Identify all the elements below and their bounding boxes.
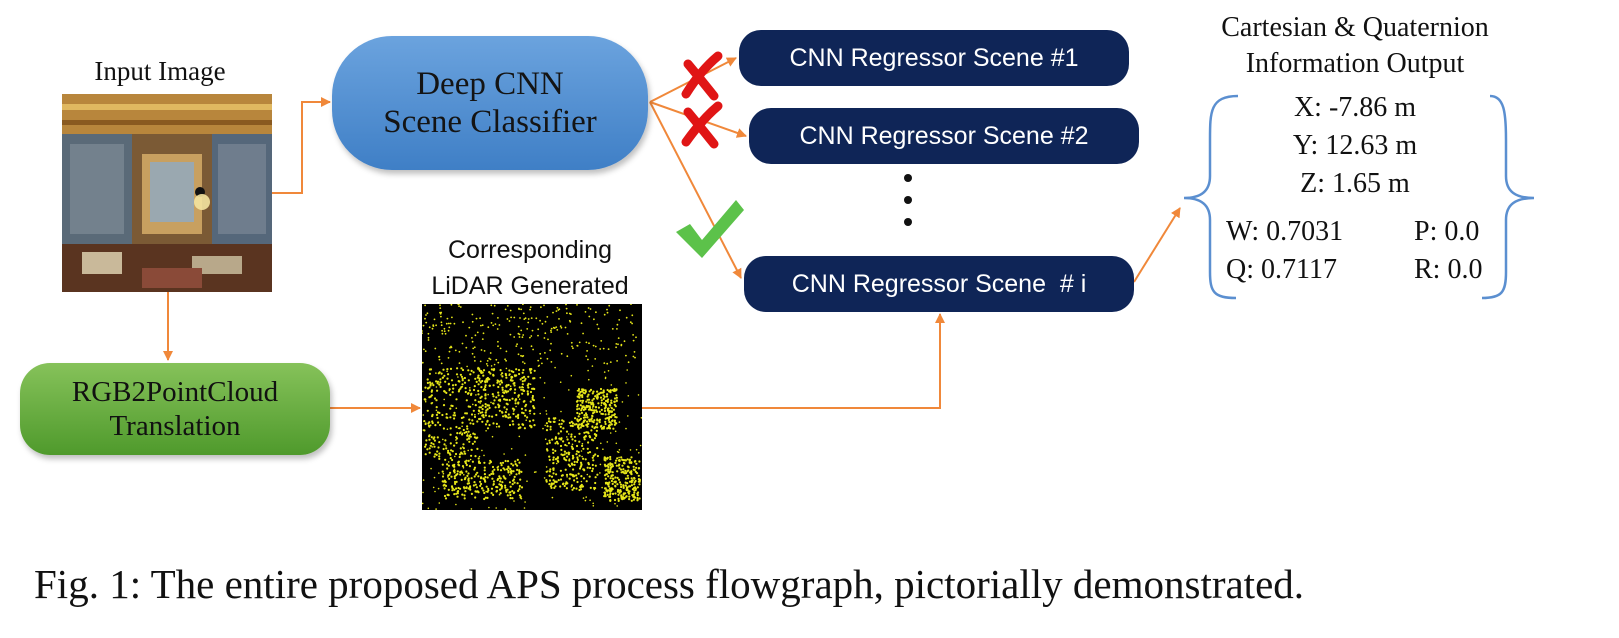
arrow-regressor-to-output bbox=[1133, 207, 1181, 283]
output-p: P: 0.0 bbox=[1414, 216, 1480, 247]
output-y: Y: 12.63 m bbox=[1292, 130, 1418, 161]
ellipsis-dot bbox=[904, 196, 912, 204]
lidar-label-line1: Corresponding bbox=[448, 236, 612, 264]
output-x: X: -7.86 m bbox=[1293, 92, 1417, 123]
scene-classifier-node: Deep CNN Scene Classifier bbox=[332, 36, 648, 170]
regressor-scene-i-node: CNN Regressor Scene # i bbox=[744, 256, 1134, 312]
translation-line2: Translation bbox=[109, 410, 241, 442]
check-mark-icon bbox=[676, 200, 744, 258]
rgb2pointcloud-node: RGB2PointCloud Translation bbox=[20, 363, 330, 455]
input-image-label: Input Image bbox=[94, 56, 226, 86]
ellipsis-dot bbox=[904, 218, 912, 226]
lidar-label-line2: LiDAR Generated bbox=[431, 272, 629, 300]
arrow-lidar-to-regressor-i bbox=[642, 313, 945, 409]
output-title: Cartesian & Quaternion Information Outpu… bbox=[1180, 10, 1530, 82]
output-title-line1: Cartesian & Quaternion bbox=[1221, 12, 1489, 43]
lidar-label: Corresponding LiDAR Generated bbox=[400, 232, 660, 304]
lidar-point-cloud-image bbox=[422, 304, 642, 510]
regressor-scene-1-node: CNN Regressor Scene #1 bbox=[739, 30, 1129, 86]
figure-caption: Fig. 1: The entire proposed APS process … bbox=[34, 561, 1305, 607]
output-r: R: 0.0 bbox=[1414, 254, 1483, 285]
left-brace bbox=[1183, 94, 1239, 300]
regressor-scene-2-node: CNN Regressor Scene #2 bbox=[749, 108, 1139, 164]
output-w: W: 0.7031 bbox=[1226, 216, 1344, 247]
cross-mark-icon bbox=[681, 51, 723, 101]
cross-mark-icon bbox=[681, 101, 723, 149]
classifier-line2: Scene Classifier bbox=[383, 104, 597, 140]
output-q: Q: 0.7117 bbox=[1226, 254, 1337, 285]
translation-line1: RGB2PointCloud bbox=[71, 376, 279, 408]
ellipsis-dot bbox=[904, 174, 912, 182]
arrow-input-to-classifier bbox=[272, 97, 331, 194]
classifier-line1: Deep CNN bbox=[416, 66, 564, 102]
output-title-line2: Information Output bbox=[1245, 48, 1465, 79]
input-image bbox=[62, 94, 272, 292]
output-z: Z: 1.65 m bbox=[1300, 168, 1410, 199]
arrow-classifier-to-regressor-i bbox=[649, 101, 742, 279]
right-brace bbox=[1481, 94, 1535, 300]
